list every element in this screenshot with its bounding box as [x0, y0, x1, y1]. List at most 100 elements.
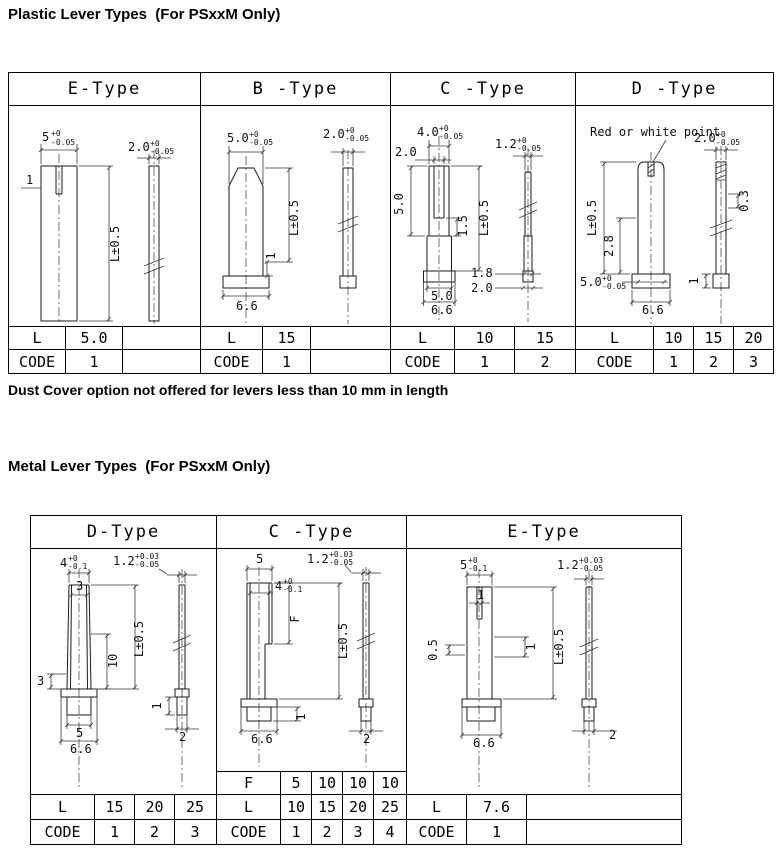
dim-body-width: 5.0: [580, 275, 602, 289]
plastic-e-title: E-Type: [9, 73, 200, 106]
dim-side-width-tol-lower: -0.05: [716, 138, 740, 147]
mini-cell-filler: [311, 350, 390, 373]
dim-front-width: 5: [256, 552, 263, 566]
side-view: [356, 582, 376, 722]
mini-cell: L: [31, 795, 95, 819]
mini-cell: 7.6: [467, 795, 527, 819]
mini-table-row: L 7.6: [407, 794, 681, 819]
metal-heading: Metal Lever Types (For PSxxM Only): [8, 458, 271, 475]
plastic-table: E-Type 5 +0 -: [8, 72, 774, 374]
dim-length: L±0.5: [552, 629, 566, 665]
mini-cell: CODE: [576, 350, 654, 373]
dim-side-width-tol-upper: +0: [345, 126, 355, 135]
dim-length: L±0.5: [287, 200, 301, 236]
dimension-lines: [238, 564, 383, 735]
dim-side-base-width: 2: [609, 728, 616, 742]
mini-cell: CODE: [217, 820, 281, 844]
dim-length: L±0.5: [336, 623, 350, 659]
dim-length: L±0.5: [132, 621, 146, 657]
dimension-lines: [220, 146, 365, 300]
side-view: [143, 165, 165, 322]
plastic-d-title: D -Type: [576, 73, 773, 106]
mini-cell: 25: [380, 798, 400, 816]
dim-skirt-width: 5: [76, 726, 83, 740]
metal-d-title: D-Type: [31, 516, 216, 549]
dim-front-width-tol-lower: -0.05: [439, 132, 463, 141]
drawing-metal-d: 4 +0 -0.1 3 3 10 L±0.5 5 6.6 1.2 +0.03 -…: [37, 552, 199, 789]
dim-front-width-tol-upper: +0: [468, 556, 478, 565]
dim-side-width: 1.2: [495, 137, 517, 151]
dimension-lines: [445, 571, 617, 739]
drawing-plastic-b: 5.0 +0 -0.05 2.0 +0 -0.05 1 L±0.5 6.6: [220, 126, 369, 324]
mini-cell-filler: [123, 327, 200, 349]
mini-cell: 1: [66, 350, 123, 373]
mini-cell: 15: [694, 327, 734, 349]
mini-cell: 3: [343, 820, 374, 844]
plastic-heading: Plastic Lever Types (For PSxxM Only): [8, 6, 281, 23]
mini-table-row: CODE 1: [9, 349, 200, 373]
dim-inner-width: 3: [76, 579, 83, 593]
dim-step-height: 1.5: [456, 215, 470, 237]
mini-table-row: CODE 1 2 3: [576, 349, 773, 373]
front-view: [240, 582, 278, 722]
dim-side-width-tol-lower: -0.05: [135, 560, 159, 569]
dim-side-base-height: 1: [687, 277, 701, 284]
mini-cell: CODE: [9, 350, 66, 373]
front-view: [631, 161, 671, 289]
dim-side-width: 1.2: [307, 552, 329, 566]
dim-side-base-width: 2.0: [471, 281, 493, 295]
dim-base-width: 6.6: [70, 742, 92, 756]
mini-table-row: CODE 1: [201, 349, 390, 373]
mini-cell: 5.0: [66, 327, 123, 349]
mini-cell: 1: [281, 820, 312, 844]
mini-cell: 3: [190, 823, 200, 841]
dim-base-width: 6.6: [642, 303, 664, 317]
mini-cell: 15: [535, 329, 555, 347]
dim-front-width-tol-lower: -0.05: [51, 138, 75, 147]
mini-cell-filler: [527, 795, 681, 819]
mini-cell: L: [9, 327, 66, 349]
dim-inner-width: 4: [275, 579, 282, 593]
dim-body-width-tol-lower: -0.05: [602, 282, 626, 291]
side-view: [579, 586, 599, 722]
front-view: [461, 586, 502, 722]
mini-cell: 3: [748, 352, 759, 371]
metal-col-d: D-Type: [31, 516, 216, 844]
mini-cell-filler: [527, 820, 681, 844]
mini-cell: 1: [455, 350, 515, 373]
mini-table-row: L 15 20 25: [31, 794, 216, 819]
dim-side-width-tol-upper: +0.03: [329, 550, 353, 559]
dim-length: L±0.5: [108, 226, 122, 262]
dim-front-width-tol-upper: +0: [51, 129, 61, 138]
drawing-metal-c: 5 4 +0 -0.1 1.2 +0.03 -0.05 F L±0.5 6.6 …: [238, 550, 383, 767]
dim-front-width-tol-upper: +0: [439, 124, 449, 133]
mini-cell: CODE: [407, 820, 467, 844]
dim-inner-width-tol-upper: +0: [283, 577, 293, 586]
dim-side-width-tol-lower: -0.05: [579, 564, 603, 573]
dimension-lines: [21, 144, 171, 322]
dim-skirt-height: 1: [294, 713, 308, 720]
dim-lower-height: 2.8: [602, 235, 616, 257]
front-view: [423, 165, 456, 283]
dim-half: 0.5: [426, 639, 440, 661]
mini-cell: L: [201, 327, 263, 349]
dim-base-width: 6.6: [236, 299, 258, 313]
dim-front-width: 5: [460, 558, 467, 572]
dimension-lines: [47, 568, 199, 745]
dim-upper-height: 5.0: [392, 193, 406, 215]
mini-table-row: L 10 15 20: [576, 326, 773, 349]
centerlines: [258, 567, 367, 767]
dim-front-width-tol-lower: -0.1: [68, 562, 87, 571]
mini-cell: CODE: [201, 350, 263, 373]
dim-front-width: 4: [60, 556, 67, 570]
dim-side-width: 2.0: [323, 127, 345, 141]
dim-body-width: 5.0: [431, 289, 453, 303]
mini-cell: L: [391, 327, 455, 349]
mini-cell: 2: [312, 820, 343, 844]
dim-side-width-tol-upper: +0: [716, 130, 726, 139]
plastic-c-title: C -Type: [391, 73, 575, 106]
mini-cell-filler: [123, 350, 200, 373]
mini-cell: 2: [694, 350, 734, 373]
dim-base-width: 6.6: [251, 732, 273, 746]
mini-table-row: L 5.0: [9, 326, 200, 349]
